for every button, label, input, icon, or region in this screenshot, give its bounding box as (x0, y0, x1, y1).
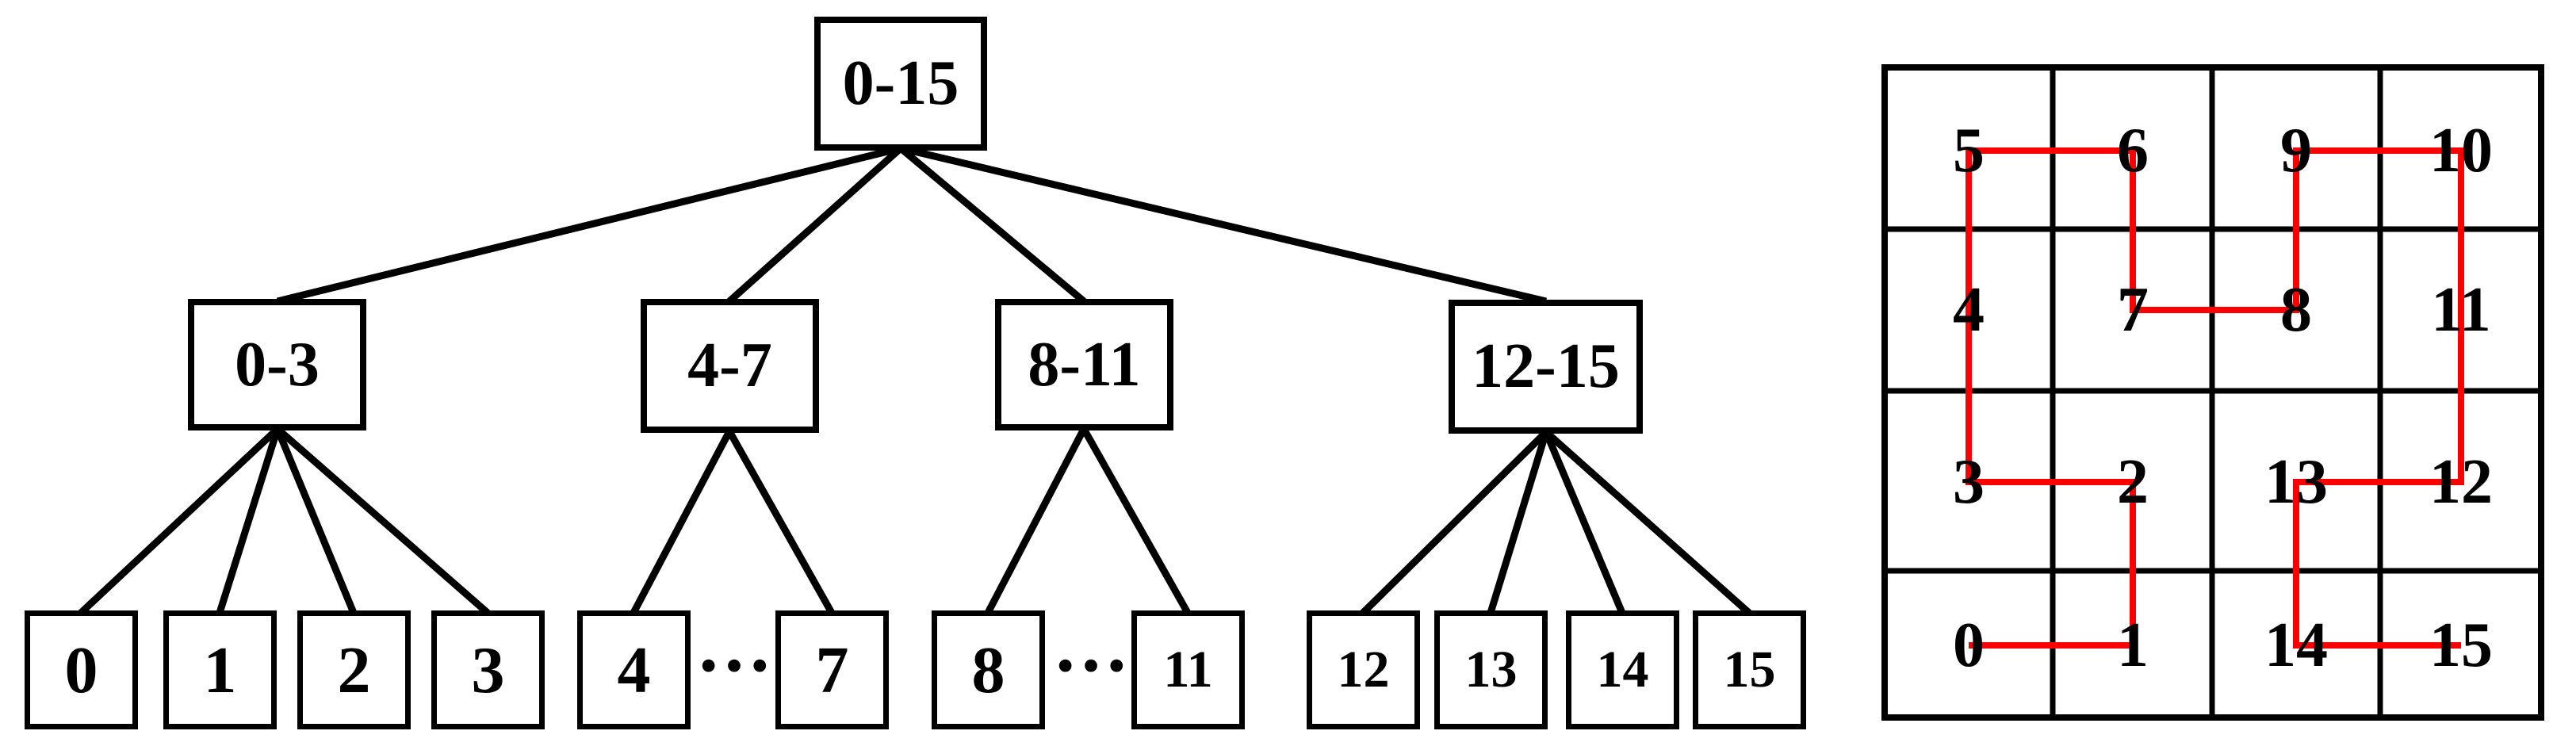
edge-4-7-to-7 (726, 429, 835, 615)
leaf-label: 0 (64, 633, 98, 707)
leaf-label: 8 (971, 633, 1005, 707)
grid-cell-label: 4 (1953, 275, 1985, 345)
edge-root-to-8-11 (898, 145, 1086, 304)
edge-8-11-to-8 (985, 427, 1087, 615)
tree-leaf-node-1: 1 (163, 610, 277, 729)
edge-12-15-to-14 (1542, 430, 1626, 614)
edge-4-7-to-4 (630, 429, 733, 615)
leaf-label: 14 (1596, 641, 1649, 698)
tree-leaf-node-3: 3 (431, 610, 545, 729)
tree-leaf-node-12: 12 (1307, 610, 1420, 729)
internal-node-label: 0-3 (235, 329, 320, 400)
tree-internal-node-0-3: 0-3 (188, 299, 366, 430)
tree-root-label: 0-15 (842, 48, 959, 118)
grid-cell-label: 12 (2429, 447, 2493, 517)
edge-root-to-12-15 (899, 144, 1548, 305)
tree-internal-node-12-15: 12-15 (1449, 300, 1643, 434)
leaf-label: 1 (203, 633, 237, 707)
grid-cell-label: 10 (2429, 116, 2493, 186)
edge-0-3-to-2 (274, 427, 358, 614)
grid-cell-label: 2 (2117, 447, 2149, 517)
grid-cell-label: 9 (2280, 116, 2312, 186)
grid-lines (1881, 64, 2544, 721)
tree-root-node: 0-15 (814, 17, 987, 151)
leaf-label: 7 (815, 633, 849, 707)
grid-cell-label: 8 (2280, 275, 2312, 345)
tree-leaf-node-14: 14 (1566, 610, 1679, 729)
leaf-label: 3 (471, 633, 505, 707)
edge-root-to-0-3 (276, 144, 902, 305)
hilbert-curve-path (1965, 147, 2464, 649)
grid-cell-label: 15 (2429, 610, 2493, 680)
edge-0-3-to-0 (78, 426, 281, 616)
edge-0-3-to-3 (275, 426, 490, 616)
grid-cell-label: 14 (2264, 610, 2328, 680)
grid-cell-label: 0 (1953, 610, 1985, 680)
leaf-label: 12 (1337, 641, 1390, 698)
tree-leaf-node-11: 11 (1131, 610, 1245, 729)
grid-cell-label: 3 (1953, 447, 1985, 517)
edge-12-15-to-12 (1360, 429, 1549, 616)
tree-leaf-node-8: 8 (932, 610, 1045, 729)
grid-cell-label: 7 (2117, 275, 2149, 345)
grid-cell-label: 11 (2431, 275, 2491, 345)
grid-cell-label: 13 (2264, 447, 2328, 517)
grid-cell-label: 1 (2117, 610, 2149, 680)
edge-0-3-to-1 (216, 427, 281, 614)
internal-node-label: 8-11 (1028, 329, 1141, 400)
tree-internal-node-8-11: 8-11 (995, 299, 1173, 430)
leaf-label: 13 (1464, 641, 1518, 698)
grid-cell-label: 5 (1953, 116, 1985, 186)
internal-node-label: 4-7 (687, 331, 772, 400)
leaf-label: 11 (1163, 641, 1213, 698)
leaf-ellipsis-4-7: ••• (700, 640, 778, 691)
edge-12-15-to-15 (1544, 429, 1751, 616)
tree-leaf-node-4: 4 (577, 610, 691, 729)
grid-cell-label: 6 (2117, 116, 2149, 186)
edge-12-15-to-13 (1487, 430, 1550, 614)
edge-8-11-to-11 (1081, 427, 1191, 615)
internal-node-label: 12-15 (1472, 331, 1620, 401)
leaf-label: 2 (337, 633, 371, 707)
tree-leaf-node-7: 7 (775, 610, 889, 729)
tree-edges (78, 144, 1751, 616)
leaf-label: 4 (617, 633, 651, 707)
leaf-ellipsis-8-11: ••• (1057, 640, 1135, 691)
tree-leaf-node-13: 13 (1434, 610, 1548, 729)
tree-leaf-node-0: 0 (25, 610, 138, 729)
leaf-label: 15 (1723, 641, 1776, 698)
tree-leaf-node-15: 15 (1693, 610, 1806, 729)
edge-root-to-4-7 (727, 145, 903, 304)
tree-leaf-node-2: 2 (297, 610, 411, 729)
tree-internal-node-4-7: 4-7 (641, 299, 819, 433)
